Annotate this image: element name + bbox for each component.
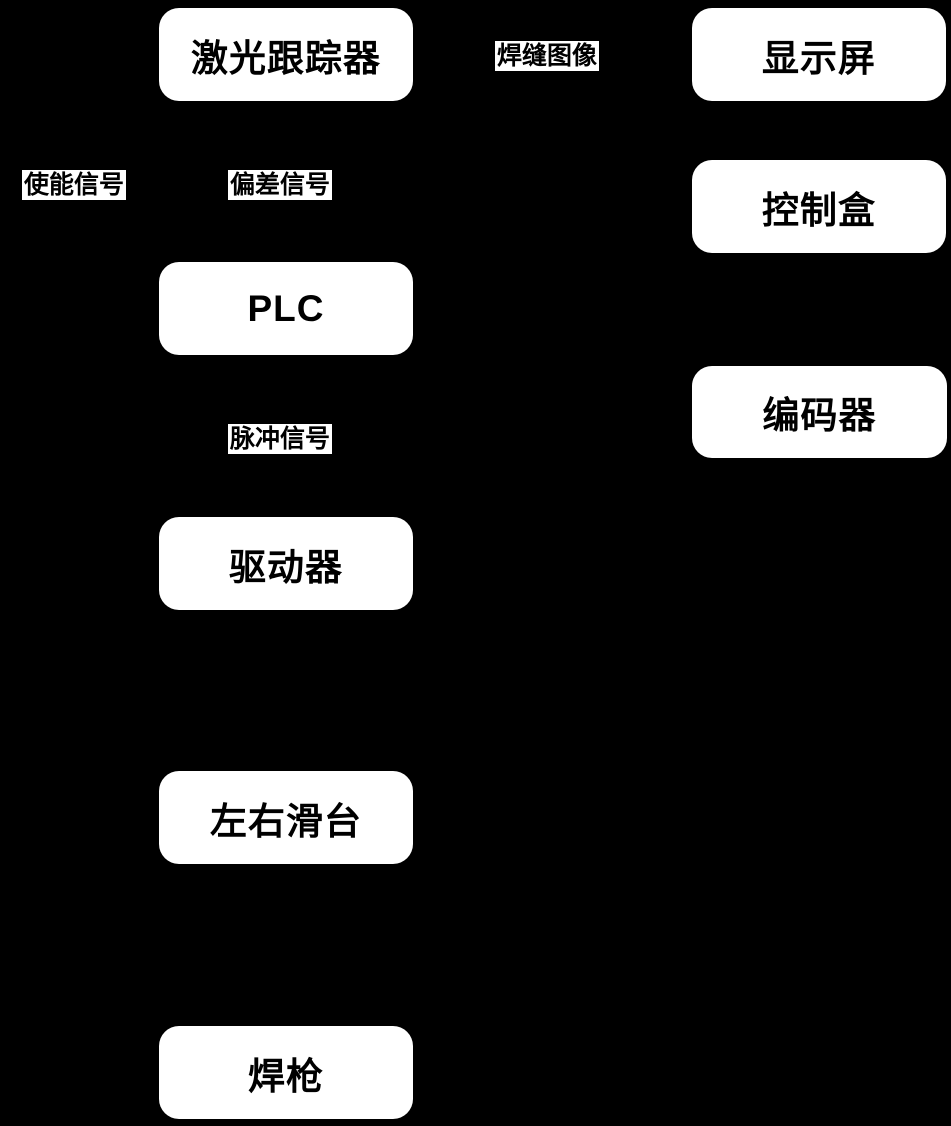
edge-label-pulse-signal: 脉冲信号: [228, 424, 333, 454]
node-laser-tracker: 激光跟踪器: [159, 8, 413, 101]
node-encoder: 编码器: [692, 366, 947, 458]
node-plc-label: PLC: [247, 287, 325, 329]
node-driver-label: 驱动器: [229, 546, 343, 588]
edge-label-enable-signal: 使能信号: [22, 170, 127, 200]
node-plc: PLC: [159, 262, 413, 355]
node-welding-gun-label: 焊枪: [248, 1055, 324, 1097]
node-control-box: 控制盒: [692, 160, 946, 253]
node-slide-table-label: 左右滑台: [210, 800, 362, 842]
edge-label-deviation-signal: 偏差信号: [228, 170, 333, 200]
edge-label-weld-seam-image: 焊缝图像: [495, 41, 600, 71]
node-encoder-label: 编码器: [762, 395, 877, 436]
node-slide-table: 左右滑台: [159, 771, 413, 864]
node-display-screen: 显示屏: [692, 8, 946, 101]
node-driver: 驱动器: [159, 517, 413, 610]
node-display-screen-label: 显示屏: [762, 37, 876, 79]
node-welding-gun: 焊枪: [159, 1026, 413, 1119]
node-control-box-label: 控制盒: [762, 189, 876, 231]
node-laser-tracker-label: 激光跟踪器: [191, 37, 381, 79]
